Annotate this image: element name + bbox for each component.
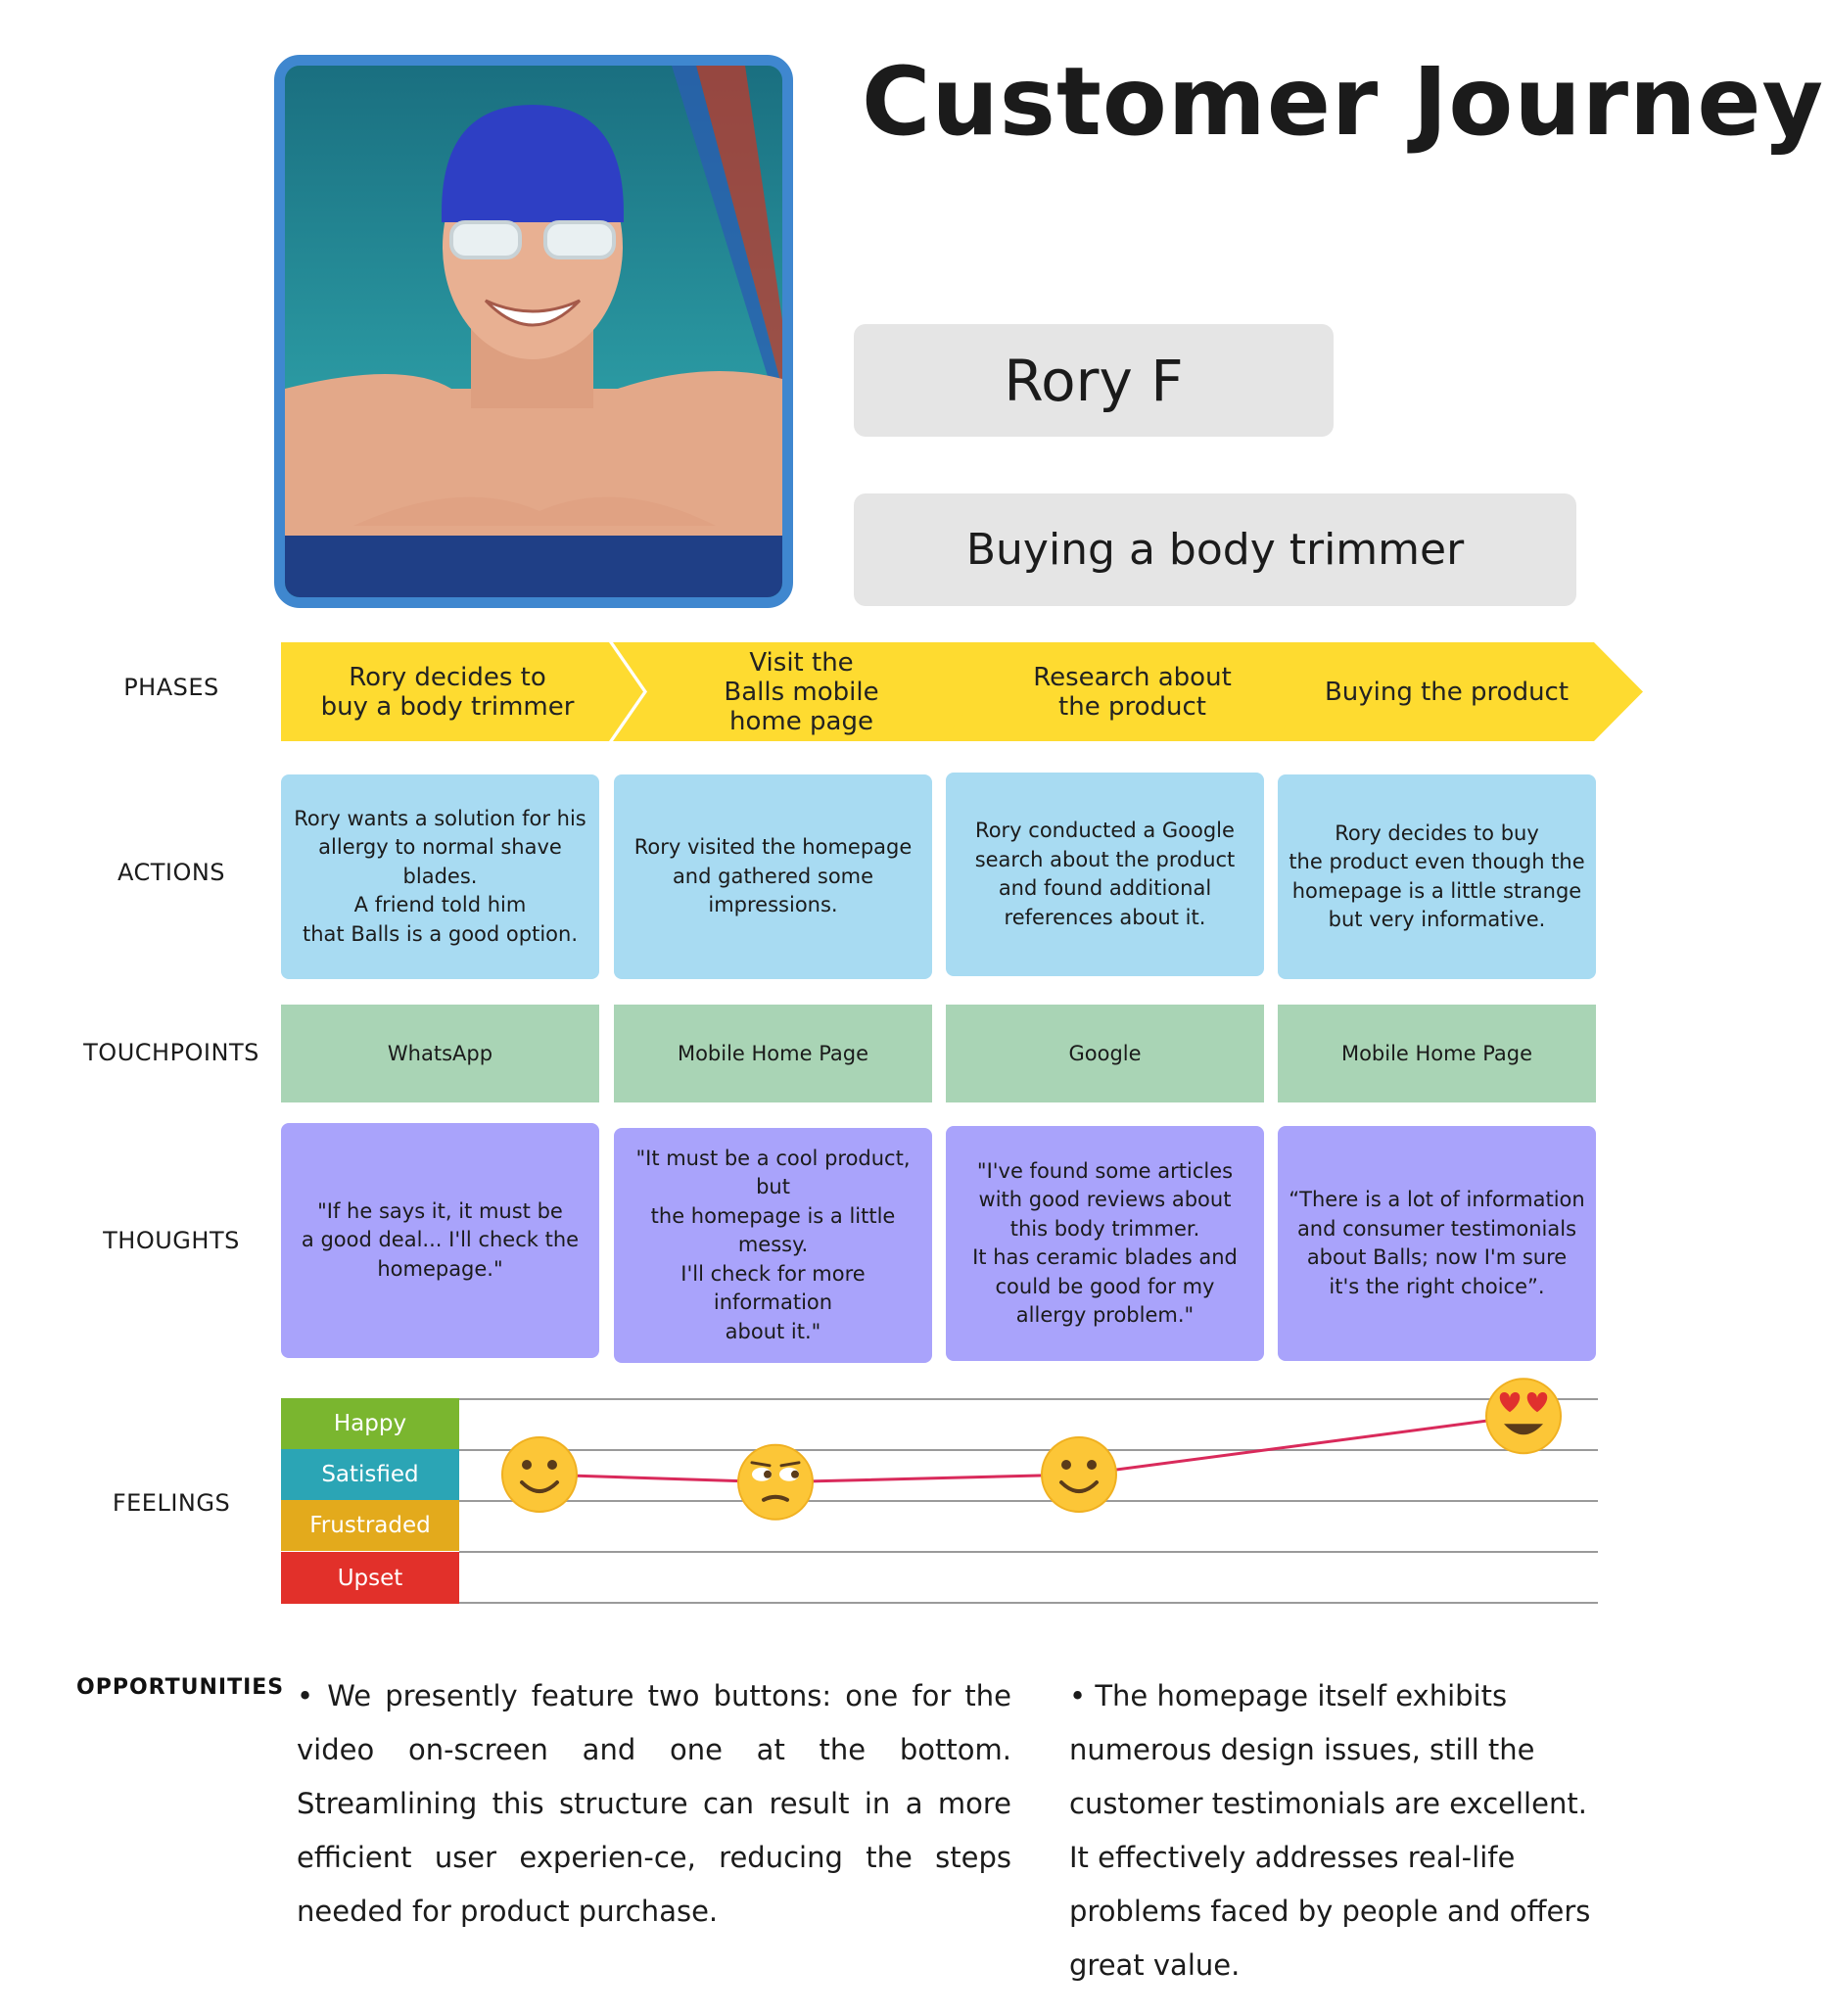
heart-eyes-face-icon: [1486, 1379, 1561, 1453]
opportunity-text-right: • The homepage itself exhibits numerous …: [1069, 1669, 1598, 1993]
smiling-face-icon: [502, 1437, 577, 1512]
smiling-face-icon: [1042, 1437, 1116, 1512]
opportunities-label: OPPORTUNITIES: [76, 1675, 284, 1700]
unamused-face-icon: [738, 1445, 813, 1520]
feelings-line: [539, 1416, 1523, 1482]
opportunity-text-left: • We presently feature two buttons: one …: [297, 1669, 1011, 1939]
